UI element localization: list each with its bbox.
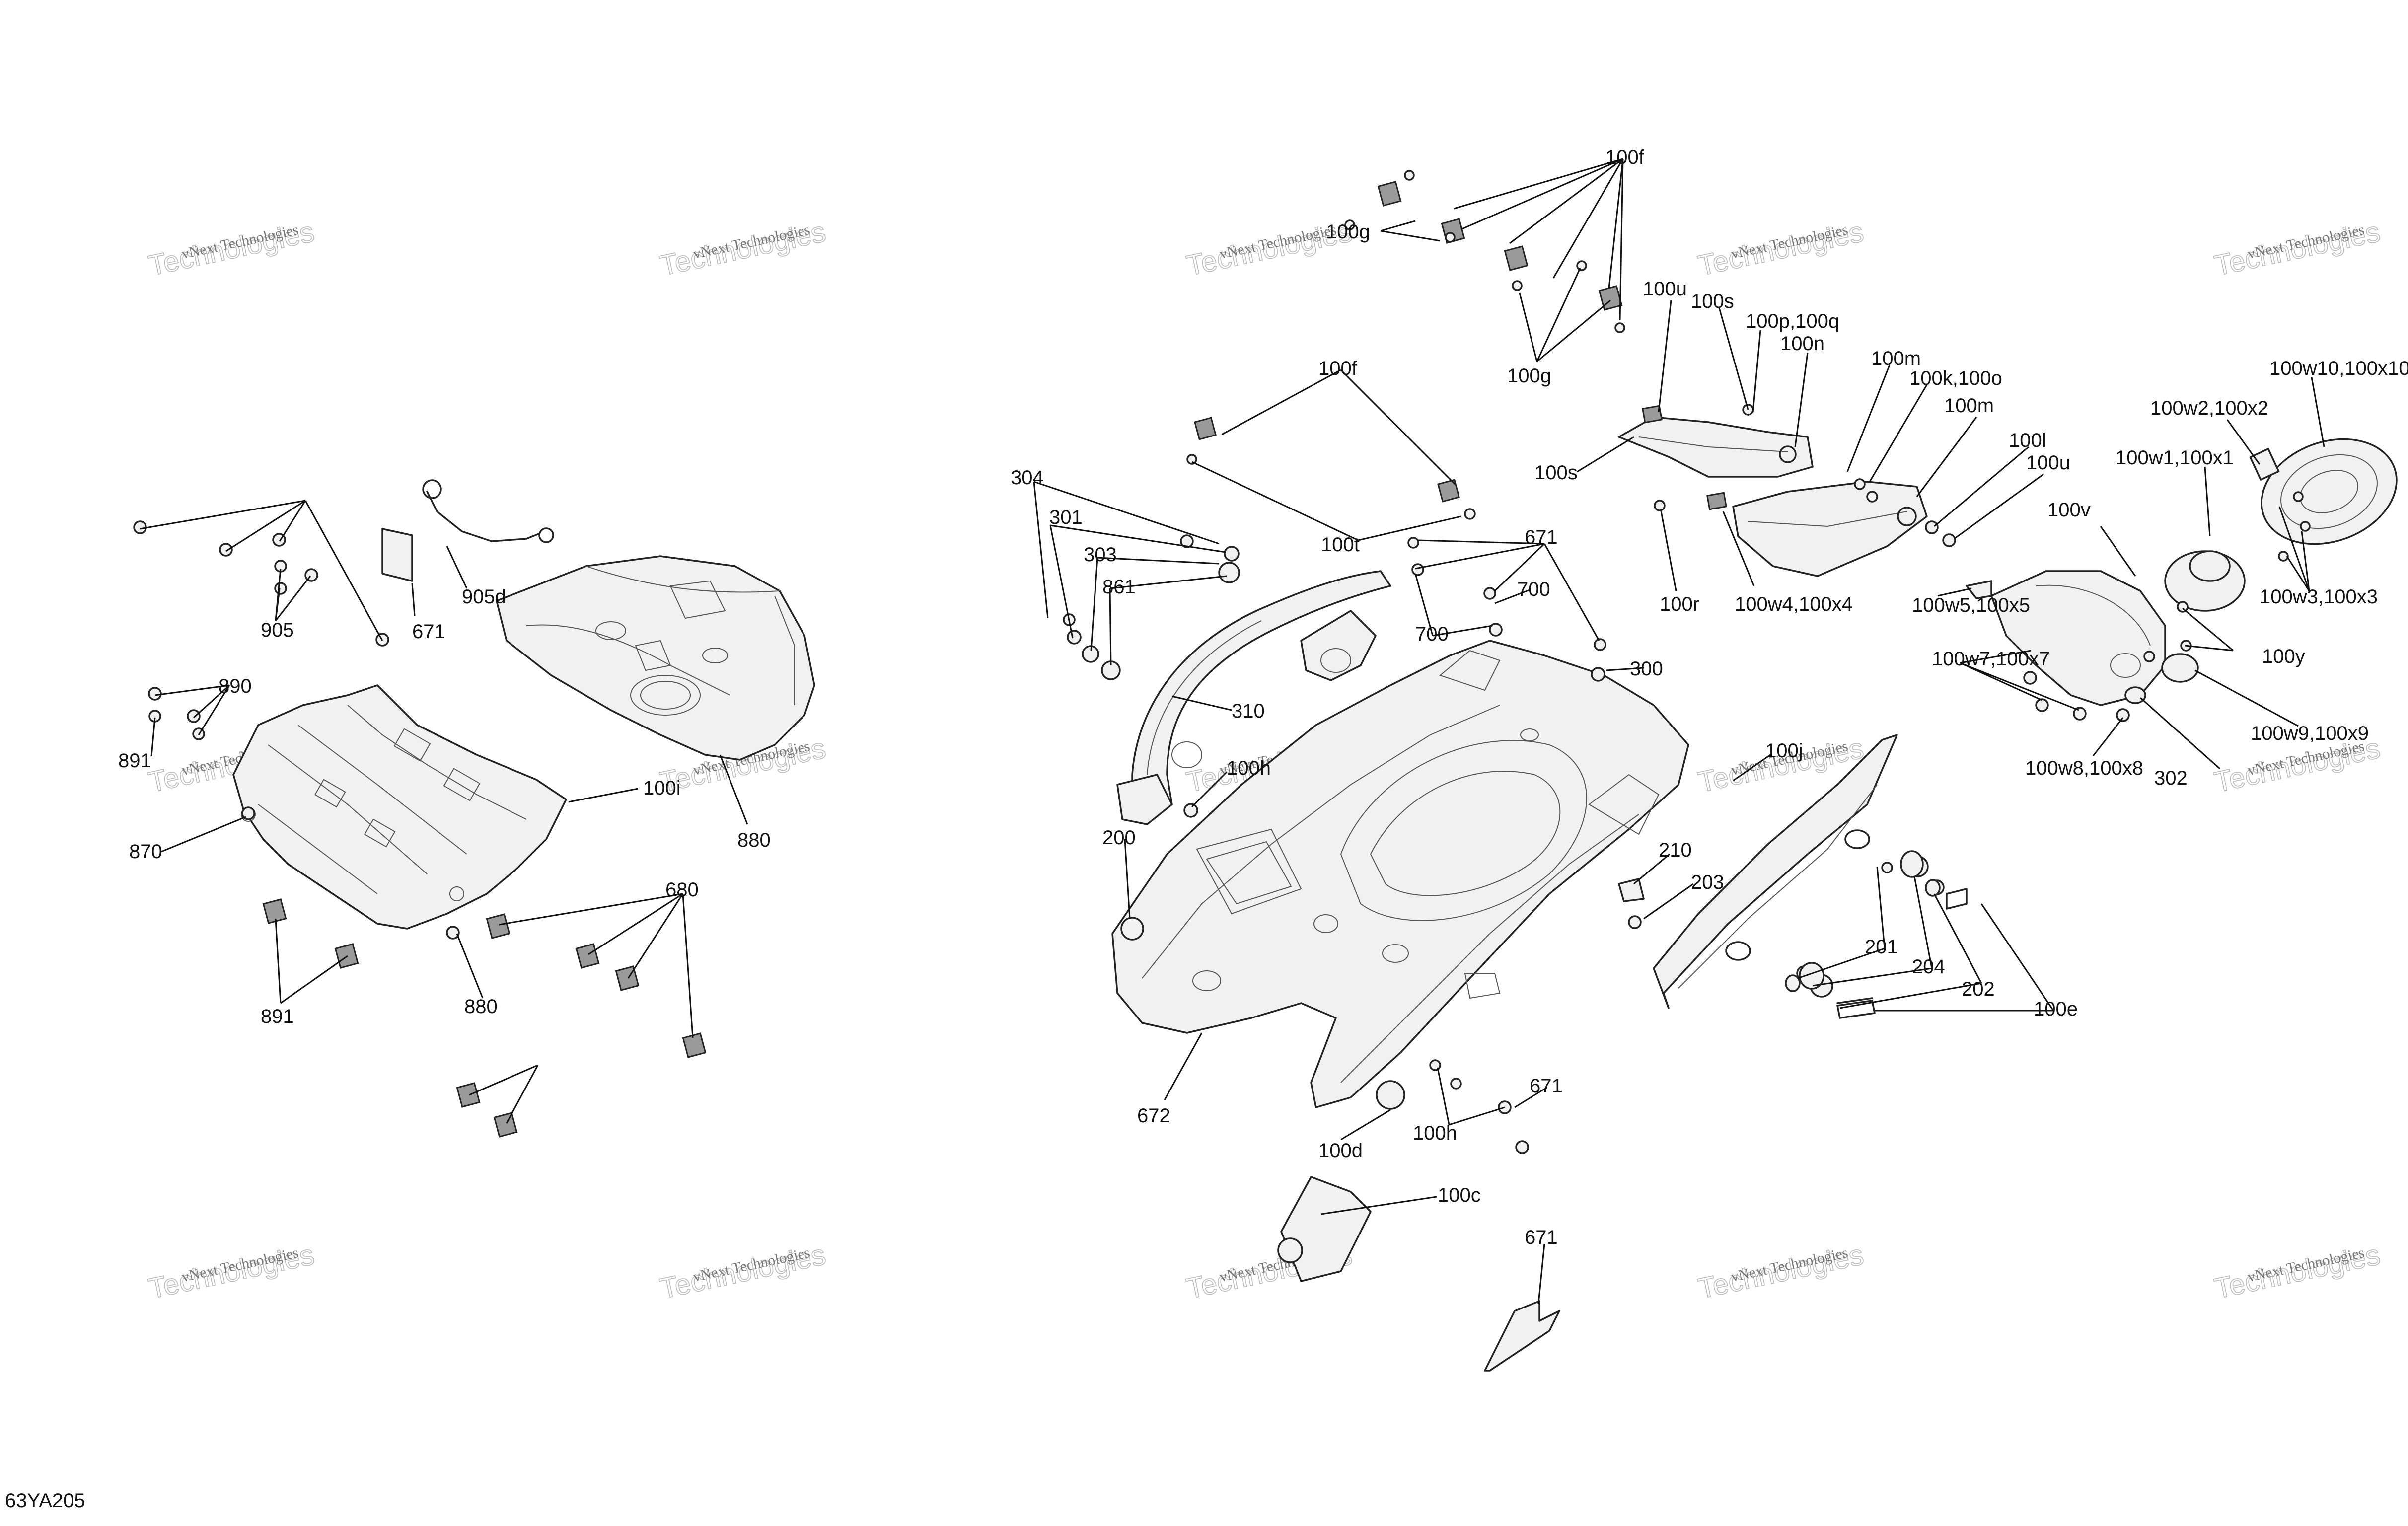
callout-label: 870: [129, 841, 162, 863]
callout-label: 905: [261, 619, 294, 641]
watermark: Technologies vNext Technologies: [146, 215, 317, 283]
callout-label: 905d: [462, 586, 506, 608]
callout-label: 100g: [1507, 365, 1551, 387]
watermark: Technologies vNext Technologies: [657, 1238, 829, 1306]
callout-label: 303: [1084, 544, 1117, 566]
callout-label: 891: [118, 750, 151, 772]
watermark: Technologies vNext Technologies: [1695, 1238, 1867, 1306]
callout-label: 100u: [2026, 452, 2070, 474]
callout-label: 880: [737, 829, 771, 851]
callout-label: 304: [1011, 467, 1044, 489]
callout-label: 100d: [1318, 1140, 1363, 1162]
callout-label: 100l: [2009, 430, 2046, 451]
callout-label: 100g: [1326, 221, 1370, 243]
callout-label: 310: [1232, 700, 1265, 722]
callout-label: 100m: [1944, 395, 1994, 417]
callout-label: 671: [1525, 526, 1558, 548]
part-drawings: [133, 170, 2398, 1372]
callout-label: 100u: [1643, 278, 1687, 300]
callout-label: 203: [1691, 872, 1724, 893]
callout-labels: 100f 100g 100f 100g 100t 100u 100s 100p,…: [118, 146, 2408, 1248]
part-rear-fender: [1111, 640, 1689, 1108]
part-light-brackets: [1618, 404, 1956, 577]
callout-label: 200: [1102, 827, 1136, 849]
callout-label: 100w9,100x9: [2251, 723, 2369, 744]
callout-label: 100w8,100x8: [2025, 757, 2143, 779]
callout-label: 100w1,100x1: [2116, 447, 2234, 469]
callout-label: 300: [1630, 658, 1663, 680]
callout-label: 201: [1865, 936, 1898, 958]
callout-label: 671: [412, 621, 445, 643]
watermark: Technologies vNext Technologies: [1695, 215, 1867, 283]
callout-label: 100w10,100x10: [2269, 358, 2408, 379]
watermark: Technologies vNext Technologies: [2211, 215, 2383, 283]
callout-label: 890: [219, 675, 252, 697]
callout-label: 100e: [2034, 998, 2078, 1020]
callout-label: 100w5,100x5: [1912, 594, 2030, 616]
watermark: Technologies vNext Technologies: [2211, 1238, 2383, 1306]
callout-label: 100m: [1871, 348, 1921, 369]
callout-label: 671: [1530, 1075, 1563, 1097]
callout-label: 100w7,100x7: [1932, 648, 2050, 670]
callout-label: 100k,100o: [1909, 367, 2002, 389]
callout-label: 700: [1415, 623, 1449, 645]
callout-label: 100s: [1534, 462, 1578, 484]
watermark: Technologies vNext Technologies: [657, 215, 829, 283]
part-panel-hardware: [1785, 850, 1968, 1019]
callout-label: 891: [261, 1006, 294, 1027]
callout-label: 302: [2154, 767, 2188, 789]
diagram-reference-code: 63YA205: [5, 1490, 85, 1512]
part-frame-bracket: [232, 684, 567, 930]
callout-label: 680: [665, 879, 699, 901]
callout-label: 100v: [2047, 499, 2091, 521]
callout-label: 100r: [1660, 593, 1699, 615]
part-top-clips: [1344, 170, 1625, 333]
watermark: Technologies vNext Technologies: [146, 1238, 317, 1306]
part-side-panel: [1653, 734, 1898, 1009]
part-small-fasteners-center: [1063, 417, 1945, 1372]
callout-label: 880: [464, 996, 498, 1017]
callout-label: 100y: [2262, 646, 2305, 667]
callout-label: 100j: [1765, 740, 1803, 762]
part-grab-handle: [1116, 570, 1391, 825]
callout-label: 100i: [643, 777, 681, 799]
callout-label: 100t: [1321, 534, 1360, 556]
callout-label: 100f: [1318, 358, 1358, 379]
callout-label: 100p,100q: [1746, 310, 1839, 332]
callout-label: 672: [1137, 1105, 1170, 1127]
callout-label: 210: [1659, 839, 1692, 861]
callout-label: 100h: [1413, 1122, 1457, 1144]
callout-label: 671: [1525, 1227, 1558, 1248]
callout-label: 100w2,100x2: [2150, 397, 2268, 419]
callout-label: 100n: [1780, 333, 1824, 355]
part-tail-light: [1966, 438, 2398, 722]
callout-label: 301: [1049, 507, 1083, 528]
leader-lines: [140, 158, 2325, 1304]
callout-label: 100c: [1438, 1184, 1481, 1206]
callout-label: 202: [1962, 978, 1995, 1000]
callout-label: 100f: [1605, 146, 1645, 168]
callout-label: 100w4,100x4: [1735, 593, 1853, 615]
callout-label: 861: [1102, 576, 1136, 598]
callout-label: 100h: [1227, 757, 1271, 779]
part-storage-tub: [496, 555, 815, 761]
callout-label: 100w3,100x3: [2260, 586, 2378, 608]
callout-label: 700: [1517, 579, 1550, 600]
callout-label: 204: [1912, 956, 1945, 978]
callout-label: 100s: [1691, 291, 1734, 312]
